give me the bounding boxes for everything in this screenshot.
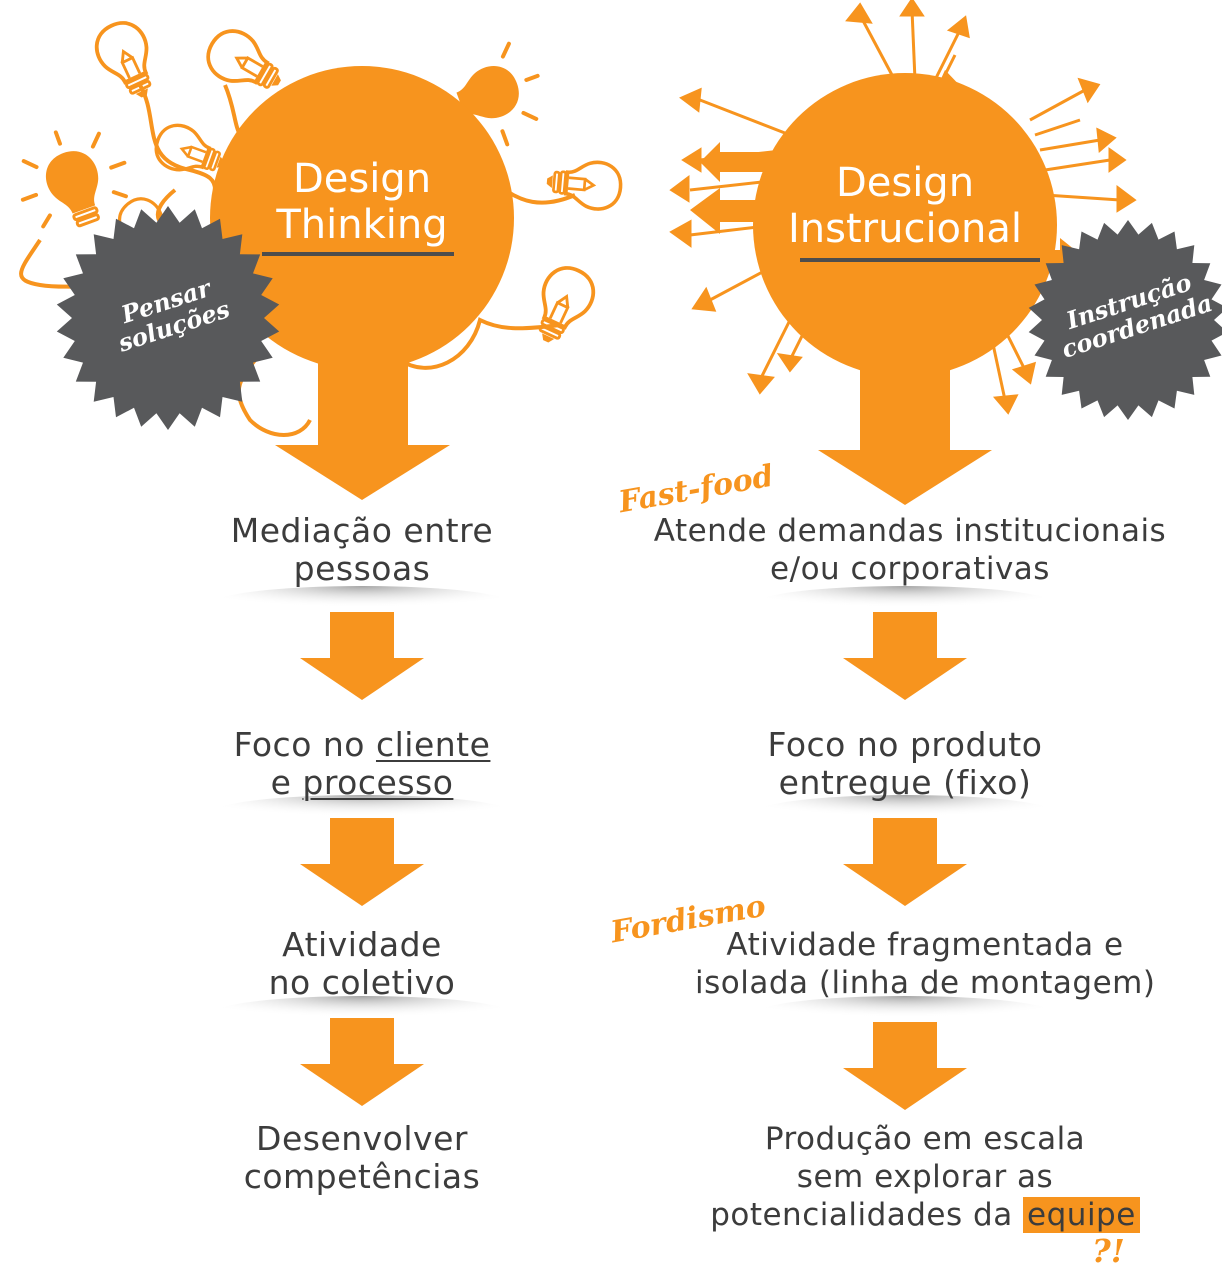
left-step-1: Mediação entre pessoas: [212, 512, 512, 588]
left-step-2-line2: e processo: [212, 764, 512, 802]
right-step-1-line1: Atende demandas institucionais: [653, 513, 1167, 549]
design-instrucional-title-line1: Design: [835, 160, 975, 206]
equipe-highlight: equipe: [1023, 1197, 1140, 1233]
left-step-3-line2: no coletivo: [268, 963, 456, 1002]
right-step-4-line2: sem explorar as: [796, 1159, 1054, 1195]
right-step-3: Atividade fragmentada e isolada (linha d…: [695, 926, 1155, 1002]
design-thinking-title: Design Thinking: [212, 156, 512, 248]
design-instrucional-title-line2: Instrucional: [787, 206, 1023, 252]
left-step-1-line2: pessoas: [293, 549, 431, 588]
right-step-1: Atende demandas institucionais e/ou corp…: [645, 512, 1175, 588]
right-step-arrow-3: [843, 1022, 967, 1110]
right-step-arrow-2: [843, 818, 967, 906]
right-step-shadows: [755, 586, 1055, 1032]
thick-outward-arrows: [690, 70, 1085, 280]
design-thinking-title-line1: Design: [292, 156, 432, 202]
left-step-2-text-b: cliente: [375, 725, 491, 764]
left-step-2-text-c: e: [270, 763, 303, 802]
left-step-2-line1: Foco no cliente: [212, 726, 512, 764]
left-step-3: Atividade no coletivo: [212, 926, 512, 1002]
left-step-arrow-1: [300, 612, 424, 700]
lit-lightbulb-icon: [20, 130, 128, 229]
exclaim-note: ?!: [1092, 1232, 1125, 1270]
design-thinking-title-line2: Thinking: [276, 202, 448, 248]
left-step-2-text-d: processo: [302, 763, 454, 802]
design-instrucional-title: Design Instrucional: [755, 160, 1055, 252]
left-step-shadows: [212, 586, 512, 1032]
left-step-1-line1: Mediação entre: [230, 511, 494, 550]
right-step-4: Produção em escala sem explorar as poten…: [695, 1120, 1155, 1234]
right-step-3-line1: Atividade fragmentada e: [726, 927, 1124, 963]
right-step-1-line2: e/ou corporativas: [770, 551, 1050, 587]
right-step-2: Foco no produto entregue (fixo): [705, 726, 1105, 802]
right-step-2-line2: entregue (fixo): [778, 763, 1032, 802]
right-step-4-text-a: potencialidades da: [710, 1197, 1024, 1233]
design-thinking-title-underline: [262, 252, 454, 256]
left-step-3-line1: Atividade: [282, 925, 442, 964]
right-step-3-line2: isolada (linha de montagem): [695, 965, 1156, 1001]
right-step-4-line1: Produção em escala: [764, 1121, 1086, 1157]
left-step-4-line2: competências: [243, 1157, 481, 1196]
instrucao-coordenada-badge: [1028, 220, 1222, 420]
design-instrucional-circle: [753, 73, 1057, 377]
left-step-2-text-a: Foco no: [233, 725, 376, 764]
right-step-2-line1: Foco no produto: [767, 725, 1043, 764]
right-step-arrow-1: [843, 612, 967, 700]
left-step-4: Desenvolver competências: [212, 1120, 512, 1196]
left-step-2: Foco no cliente e processo: [212, 726, 512, 802]
pensar-solucoes-badge: [56, 206, 280, 430]
design-thinking-circle: [210, 66, 514, 370]
left-step-4-line1: Desenvolver: [256, 1119, 468, 1158]
right-step-4-line3: potencialidades da equipe: [695, 1196, 1155, 1234]
left-step-arrow-2: [300, 818, 424, 906]
design-thinking-main-arrow: [275, 360, 450, 500]
design-instrucional-title-underline: [800, 258, 1040, 262]
design-instrucional-main-arrow: [818, 365, 992, 505]
